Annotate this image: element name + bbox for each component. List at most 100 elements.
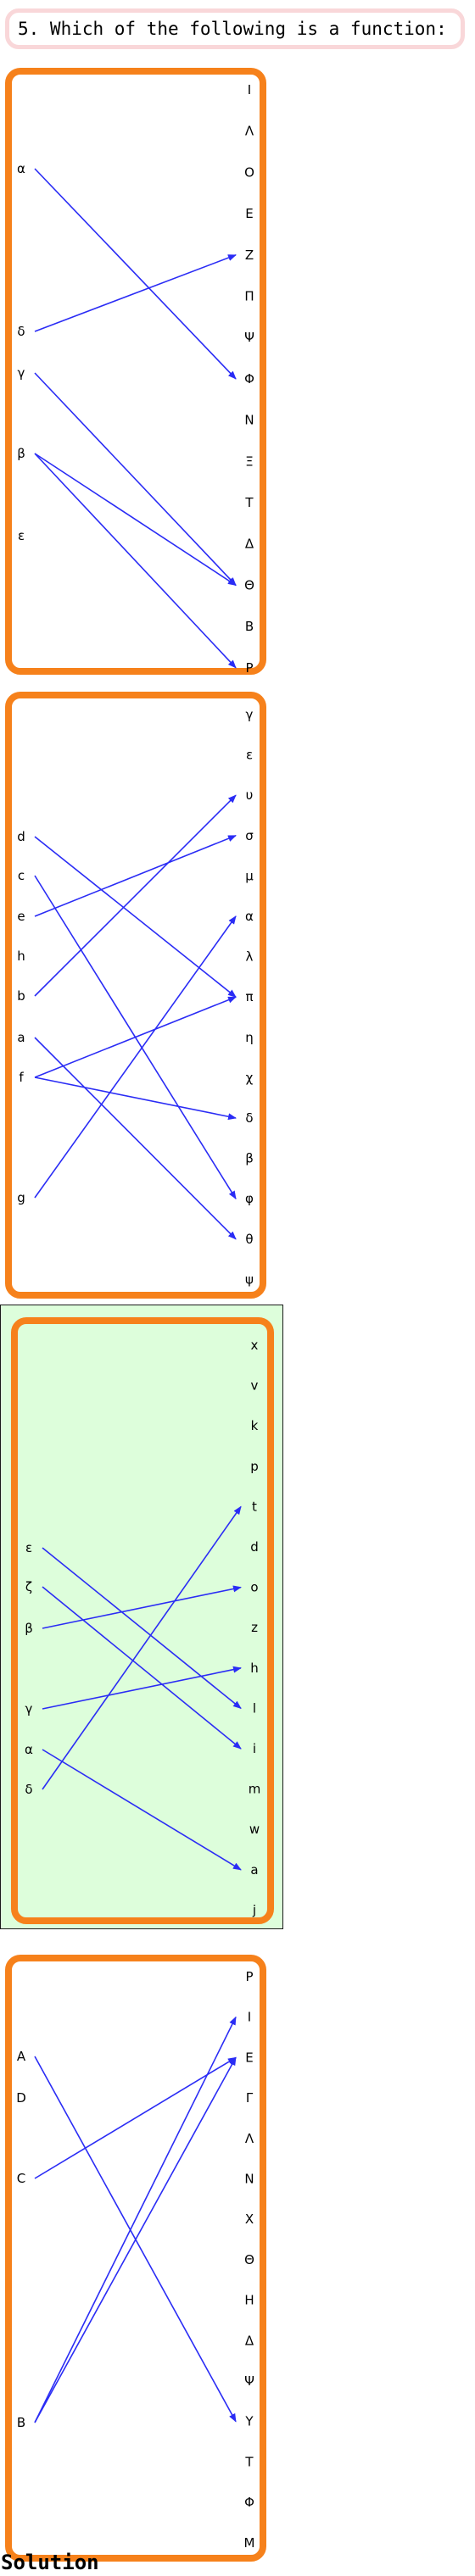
- codomain-label: Γ: [246, 2090, 254, 2106]
- mapping-arrow: [34, 254, 237, 332]
- codomain-label: E: [245, 2050, 253, 2065]
- codomain-label: x: [251, 1338, 259, 1353]
- codomain-label: η: [245, 1030, 254, 1045]
- mapping-arrow: [34, 915, 237, 1199]
- domain-label: α: [17, 161, 25, 176]
- domain-label: ε: [18, 528, 25, 543]
- codomain-label: φ: [245, 1191, 254, 1206]
- domain-label: δ: [25, 1782, 32, 1797]
- codomain-label: Ψ: [244, 330, 254, 345]
- mapping-arrow: [34, 168, 237, 380]
- codomain-label: ψ: [245, 1271, 254, 1287]
- domain-label: b: [17, 988, 25, 1004]
- codomain-label: Θ: [244, 2252, 254, 2267]
- codomain-label: m: [249, 1782, 261, 1797]
- codomain-label: z: [251, 1620, 258, 1635]
- question-text: 5. Which of the following is a function:: [18, 19, 447, 39]
- domain-label: B: [17, 2415, 25, 2430]
- codomain-label: o: [250, 1580, 258, 1595]
- codomain-label: N: [244, 413, 254, 428]
- solution-heading: Solution: [1, 2551, 99, 2574]
- codomain-label: I: [248, 2010, 251, 2025]
- option-frame: [5, 68, 266, 675]
- codomain-label: p: [250, 1459, 259, 1474]
- option-frame: [11, 1317, 274, 1924]
- domain-label: β: [25, 1621, 33, 1636]
- codomain-label: Δ: [245, 2333, 254, 2348]
- domain-label: β: [17, 446, 25, 461]
- codomain-label: Λ: [245, 2131, 254, 2146]
- mapping-arrow: [42, 1547, 242, 1710]
- domain-label: γ: [18, 365, 25, 381]
- codomain-label: χ: [246, 1070, 254, 1085]
- codomain-label: H: [244, 2293, 254, 2308]
- domain-label: γ: [25, 1701, 33, 1716]
- codomain-label: T: [244, 495, 254, 510]
- codomain-label: β: [245, 1151, 254, 1166]
- mapping-arrow: [34, 2056, 237, 2423]
- codomain-label: γ: [246, 707, 254, 722]
- codomain-label: θ: [245, 1232, 253, 1247]
- codomain-label: X: [245, 2212, 254, 2227]
- codomain-label: N: [244, 2172, 254, 2187]
- domain-label: a: [17, 1030, 25, 1045]
- mapping-arrow: [42, 1666, 242, 1710]
- codomain-label: Φ: [244, 371, 254, 387]
- codomain-label: O: [244, 164, 254, 180]
- mapping-arrow: [34, 1037, 237, 1240]
- mapping-arrow: [42, 1749, 242, 1871]
- mapping-arrow: [34, 794, 237, 997]
- codomain-label: Θ: [244, 577, 254, 593]
- codomain-label: h: [250, 1661, 259, 1676]
- domain-label: A: [17, 2049, 26, 2064]
- codomain-label: I: [248, 82, 251, 97]
- codomain-label: B: [245, 619, 254, 634]
- mapping-arrow: [34, 1077, 237, 1121]
- option-frame: [5, 1955, 266, 2562]
- domain-label: h: [17, 949, 25, 964]
- codomain-label: k: [251, 1418, 259, 1433]
- domain-label: δ: [17, 324, 25, 339]
- mapping-arrow: [34, 836, 237, 998]
- mapping-arrow: [34, 453, 237, 587]
- codomain-label: i: [253, 1741, 256, 1756]
- codomain-label: P: [245, 1969, 253, 1984]
- codomain-label: υ: [246, 787, 254, 803]
- domain-label: ζ: [25, 1579, 32, 1594]
- codomain-label: λ: [246, 949, 254, 965]
- mapping-arrow: [42, 1586, 242, 1750]
- codomain-label: Y: [244, 2414, 254, 2429]
- domain-label: ε: [25, 1540, 32, 1555]
- codomain-label: μ: [245, 868, 254, 883]
- codomain-label: Λ: [245, 124, 254, 139]
- codomain-label: l: [253, 1700, 256, 1716]
- codomain-label: Δ: [245, 537, 254, 552]
- domain-label: D: [16, 2090, 26, 2106]
- codomain-label: M: [244, 2535, 255, 2551]
- codomain-label: π: [245, 989, 253, 1004]
- domain-label: C: [17, 2171, 25, 2186]
- codomain-label: j: [252, 1902, 256, 1917]
- question-box: 5. Which of the following is a function:: [5, 8, 465, 49]
- selected-option-background: [0, 1305, 283, 1929]
- codomain-label: d: [250, 1539, 259, 1555]
- domain-label: c: [18, 868, 25, 883]
- option-frame: [5, 692, 266, 1299]
- mapping-arrow: [34, 996, 237, 1078]
- mapping-arrow: [34, 453, 237, 669]
- codomain-label: a: [250, 1862, 258, 1878]
- mapping-arrow: [34, 2016, 237, 2423]
- codomain-label: P: [245, 660, 253, 676]
- codomain-label: E: [245, 206, 253, 221]
- codomain-label: w: [249, 1822, 260, 1837]
- codomain-label: σ: [245, 828, 254, 843]
- codomain-label: t: [252, 1499, 257, 1514]
- codomain-label: δ: [245, 1110, 253, 1126]
- codomain-label: α: [245, 909, 254, 924]
- mapping-arrow: [34, 372, 237, 587]
